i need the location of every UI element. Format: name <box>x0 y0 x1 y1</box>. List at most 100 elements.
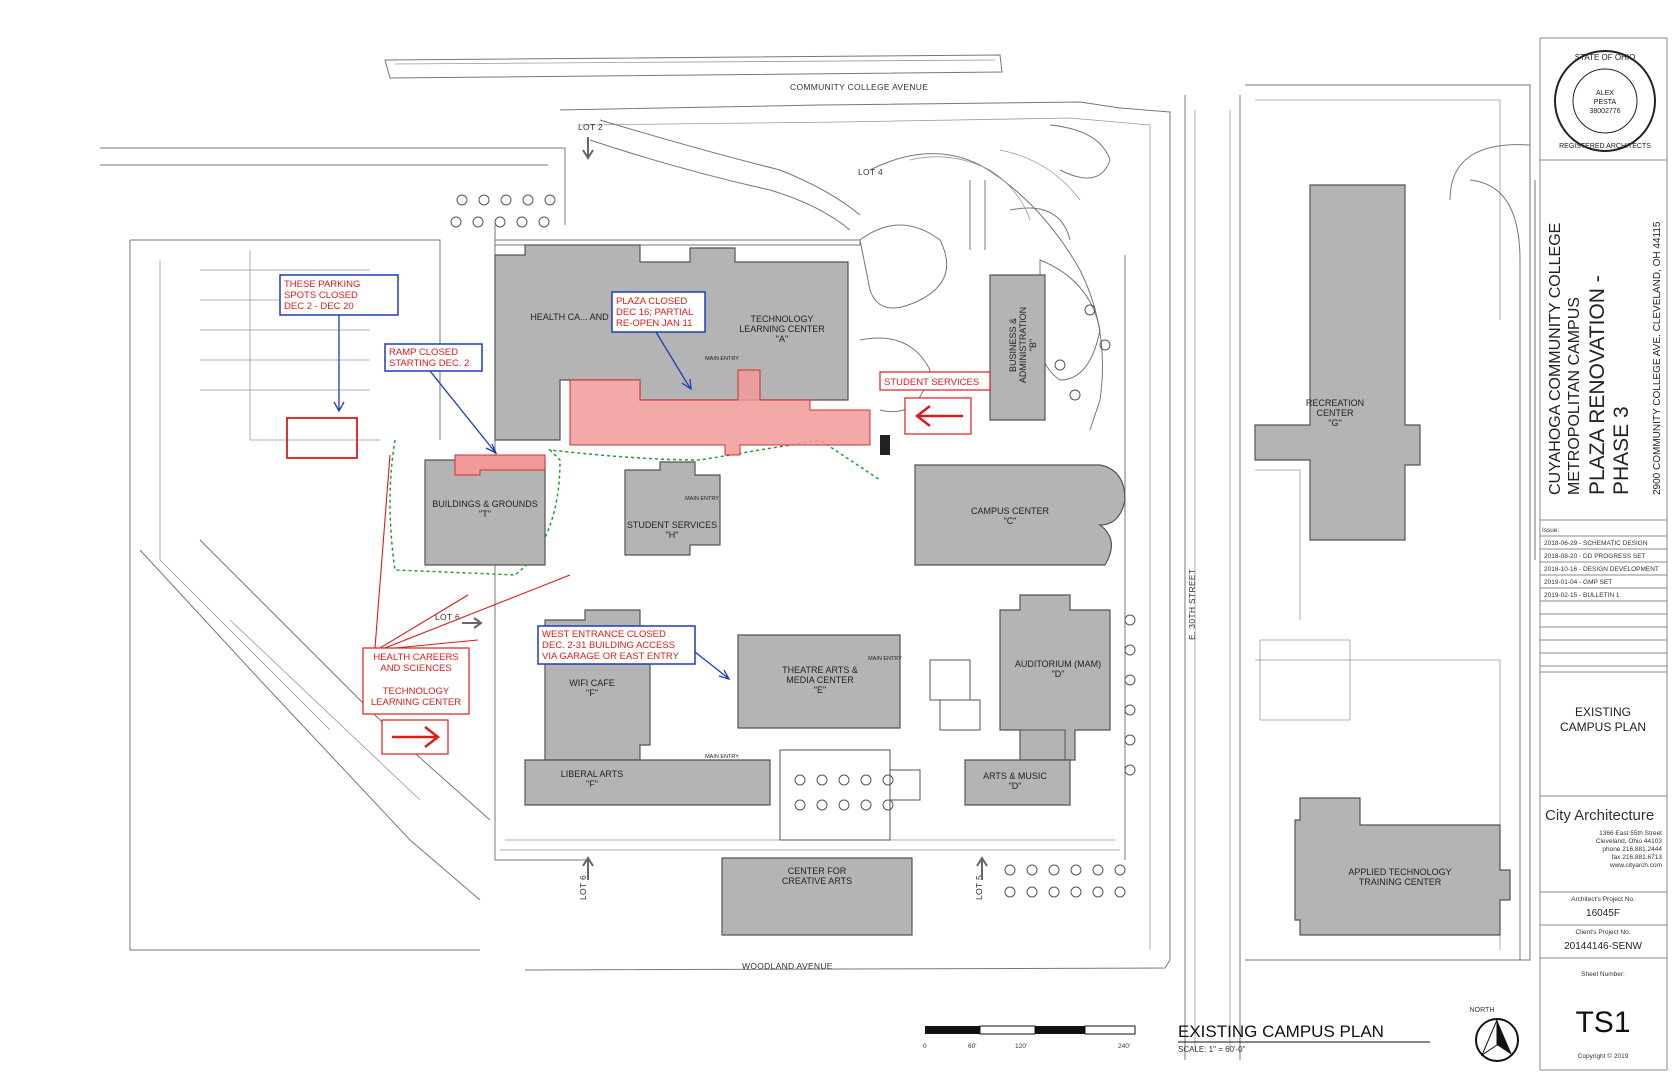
architect-project-label: Architect's Project No. <box>1571 896 1635 903</box>
tree-icon <box>1092 864 1104 876</box>
scale-bar: 0 60' 120' 240' <box>923 1025 1136 1050</box>
tree-symbols <box>450 194 1136 898</box>
label-arts-music-2: "D" <box>1009 781 1022 791</box>
building-recreation-center <box>1254 184 1421 541</box>
tree-icon <box>1004 864 1016 876</box>
arrow-left-icon <box>914 405 963 427</box>
tree-icon <box>1070 864 1082 876</box>
tree-icon <box>860 774 872 786</box>
main-entry-label-f: MAIN ENTRY <box>705 754 739 760</box>
tree-icon <box>478 194 490 206</box>
note-ramp-1: RAMP CLOSED <box>389 347 458 358</box>
note-plaza-2: DEC 16; PARTIAL <box>616 307 693 318</box>
main-entry-label-e: MAIN ENTRY <box>868 656 902 662</box>
note-parking-2: SPOTS CLOSED <box>284 290 358 301</box>
label-student-services-1: STUDENT SERVICES <box>627 520 717 530</box>
tree-icon <box>1092 886 1104 898</box>
label-technology-2: LEARNING CENTER <box>739 324 825 334</box>
label-buildings-grounds-1: BUILDINGS & GROUNDS <box>432 499 538 509</box>
main-entry-label-a: MAIN ENTRY <box>705 356 739 362</box>
architect-seal: STATE OF OHIO REGISTERED ARCHITECTS ALEX… <box>1554 50 1656 152</box>
label-wifi-cafe-2: "F" <box>586 688 598 698</box>
tree-icon <box>456 194 468 206</box>
tree-icon <box>1114 864 1126 876</box>
label-applied-tech-2: TRAINING CENTER <box>1359 877 1442 887</box>
tree-icon <box>816 774 828 786</box>
svg-text:www.cityarch.com: www.cityarch.com <box>1609 862 1662 869</box>
note-plaza-box <box>611 291 706 333</box>
seal-bottom: REGISTERED ARCHITECTS <box>1559 143 1651 150</box>
label-arts-music-1: ARTS & MUSIC <box>983 771 1047 781</box>
tree-icon <box>1026 886 1038 898</box>
street-woodland: WOODLAND AVENUE <box>742 961 833 971</box>
sheet-number: TS1 <box>1575 1006 1630 1039</box>
tree-icon <box>1124 674 1136 686</box>
svg-text:PHASE 3: PHASE 3 <box>1610 406 1633 495</box>
issue-label: Issue: <box>1542 527 1560 534</box>
note-west-entrance-2: DEC. 2-31 BUILDING ACCESS <box>542 640 675 651</box>
tree-icon <box>838 774 850 786</box>
tree-icon <box>1048 886 1060 898</box>
label-recreation-1: RECREATION <box>1306 398 1364 408</box>
label-wifi-cafe-1: WIFI CAFE <box>569 678 615 688</box>
project-title: CUYAHOGA COMMUNITY COLLEGE METROPOLITAN … <box>1547 221 1663 495</box>
copyright: Copyright © 2019 <box>1578 1052 1629 1060</box>
tree-icon <box>1070 886 1082 898</box>
svg-text:phone 216.881.2444: phone 216.881.2444 <box>1602 846 1662 853</box>
svg-text:METROPOLITAN CAMPUS: METROPOLITAN CAMPUS <box>1566 297 1583 495</box>
note-ramp-box <box>384 343 483 372</box>
scale-text: SCALE: 1" = 60'-0" <box>1178 1045 1246 1054</box>
label-creative-arts-2: CREATIVE ARTS <box>782 876 852 886</box>
label-theatre-3: "E" <box>814 685 826 695</box>
label-liberal-arts-2: "F" <box>586 779 598 789</box>
note-student-services-box <box>879 371 991 391</box>
label-business-2: ADMINISTRATION <box>1018 307 1028 383</box>
tree-icon <box>450 216 462 228</box>
tree-icon <box>522 194 534 206</box>
building-student-services <box>624 461 721 556</box>
svg-text:0: 0 <box>923 1043 927 1050</box>
client-project-number: 20144146-SENW <box>1564 941 1642 952</box>
note-west-entrance-box <box>537 625 696 665</box>
building-liberal-arts <box>524 759 771 806</box>
closed-parking-spots <box>286 417 358 459</box>
street-e30th: E. 30TH STREET <box>1187 569 1197 640</box>
tree-icon <box>1124 764 1136 776</box>
tree-icon <box>794 799 806 811</box>
lot-4-label: LOT 4 <box>858 167 883 177</box>
site-linework <box>100 54 1536 1060</box>
label-applied-tech-1: APPLIED TECHNOLOGY <box>1348 867 1451 877</box>
svg-text:CUYAHOGA COMMUNITY COLLEGE: CUYAHOGA COMMUNITY COLLEGE <box>1547 223 1564 495</box>
note-parking-3: DEC 2 - DEC 20 <box>284 301 354 312</box>
tree-icon <box>882 799 894 811</box>
svg-text:2019-01-04 - GMP SET: 2019-01-04 - GMP SET <box>1544 579 1612 586</box>
tree-icon <box>1069 389 1081 401</box>
svg-text:2018-06-29 - SCHEMATIC DESIGN: 2018-06-29 - SCHEMATIC DESIGN <box>1544 540 1648 547</box>
building-theatre-arts <box>737 634 901 729</box>
svg-text:fax 216.881.6713: fax 216.881.6713 <box>1612 854 1663 861</box>
lot-6-west-label: LOT 6 <box>435 612 460 622</box>
lot-5-label: LOT 5 <box>974 875 984 900</box>
svg-text:2018-10-16 - DESIGN DEVELOPMEN: 2018-10-16 - DESIGN DEVELOPMENT <box>1544 566 1659 573</box>
building-applied-technology <box>1294 797 1511 936</box>
note-parking-1: THESE PARKING <box>284 279 360 290</box>
svg-text:2018-08-20 - DD PROGRESS SET: 2018-08-20 - DD PROGRESS SET <box>1544 553 1646 560</box>
tree-icon <box>794 774 806 786</box>
seal-name-3: 38002776 <box>1589 108 1620 115</box>
note-west-entrance-3: VIA GARAGE OR EAST ENTRY <box>542 651 680 662</box>
tree-icon <box>494 216 506 228</box>
plan-title: EXISTING CAMPUS PLAN <box>1178 1022 1384 1041</box>
label-liberal-arts-1: LIBERAL ARTS <box>561 769 624 779</box>
note-health-careers-3: TECHNOLOGY <box>383 686 450 697</box>
sheet-title-1: EXISTING <box>1575 705 1631 719</box>
tree-icon <box>882 774 894 786</box>
label-buildings-grounds-2: "T" <box>479 509 491 519</box>
tree-icon <box>1099 339 1111 351</box>
label-business-1: BUSINESS & <box>1008 318 1018 372</box>
sheet-title-2: CAMPUS PLAN <box>1560 720 1646 734</box>
label-creative-arts-1: CENTER FOR <box>788 866 847 876</box>
svg-text:1366 East 55th Street: 1366 East 55th Street <box>1599 830 1662 837</box>
tree-icon <box>1124 734 1136 746</box>
note-health-careers-4: LEARNING CENTER <box>371 697 461 708</box>
seal-top: STATE OF OHIO <box>1575 53 1636 62</box>
